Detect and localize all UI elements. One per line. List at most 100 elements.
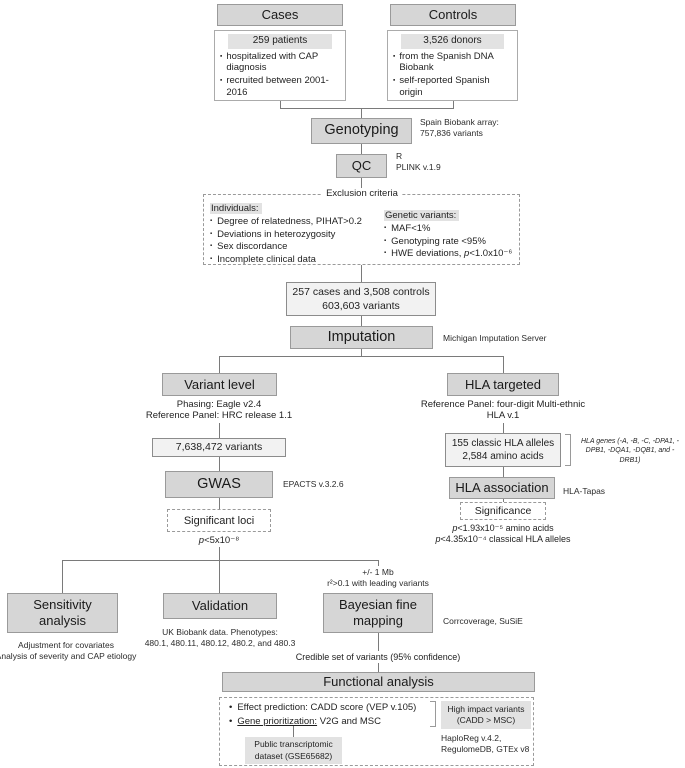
exclusion-variants-column: Genetic variants: ▪ MAF<1% ▪ Genotyping ra… bbox=[384, 205, 518, 261]
variants-count: 7,638,472 variants bbox=[175, 441, 263, 454]
dot-bullet-icon: • bbox=[229, 716, 233, 728]
dot-bullet-icon: • bbox=[229, 702, 233, 713]
individuals-bullet-1: Degree of relatedness, PIHAT>0.2 bbox=[217, 216, 362, 227]
variant-level-label: Variant level bbox=[184, 376, 255, 392]
individuals-bullet-3: Sex discordance bbox=[217, 241, 288, 253]
bracket-icon bbox=[430, 701, 436, 727]
qc-result-line1: 257 cases and 3,508 controls bbox=[292, 285, 430, 298]
gwas-note: EPACTS v.3.2.6 bbox=[283, 479, 344, 489]
connector-line bbox=[361, 108, 362, 118]
connector-line bbox=[378, 633, 379, 651]
genotyping-note-line1: Spain Biobank array: bbox=[420, 117, 499, 127]
sensitivity-note-line2: Analysis of severity and CAP etiology bbox=[0, 651, 137, 661]
functional-bullet-2: Gene prioritization: V2G and MSC bbox=[237, 716, 381, 728]
annotation-tools-note: HaploReg v.4.2, RegulomeDB, GTEx v8 bbox=[441, 733, 529, 755]
hla-count-line1: 155 classic HLA alleles bbox=[451, 437, 555, 449]
connector-line bbox=[378, 560, 379, 566]
connector-line bbox=[293, 726, 294, 737]
variants-bullet-3: HWE deviations, p<1.0x10⁻⁶ bbox=[391, 248, 513, 260]
bayesian-fine-mapping-label: Bayesian fine mapping bbox=[338, 597, 418, 628]
variants-bullet-1: MAF<1% bbox=[391, 223, 431, 234]
functional-analysis-label: Functional analysis bbox=[323, 674, 434, 690]
individuals-title: Individuals: bbox=[210, 203, 262, 214]
hla-count-line2: 2,584 amino acids bbox=[462, 451, 544, 462]
cases-info-box: 259 patients ▪ hospitalized with CAP dia… bbox=[214, 30, 346, 101]
square-bullet-icon: ▪ bbox=[393, 77, 396, 85]
genetic-variants-title: Genetic variants: bbox=[384, 210, 460, 221]
functional-analysis-box bbox=[219, 697, 534, 766]
connector-line bbox=[280, 101, 281, 108]
connector-line bbox=[219, 356, 220, 373]
connector-line bbox=[280, 108, 454, 109]
connector-line bbox=[219, 560, 220, 593]
high-impact-variants-box: High impact variants (CADD > MSC) bbox=[441, 701, 531, 729]
credible-set-note: Credible set of variants (95% confidence… bbox=[295, 652, 461, 662]
p-symbol: p bbox=[464, 248, 470, 260]
transcriptomic-line2: dataset (GSE65682) bbox=[254, 750, 333, 761]
connector-line bbox=[361, 144, 362, 154]
significance-box: Significance bbox=[460, 502, 546, 520]
individuals-bullet-4: Incomplete clinical data bbox=[217, 253, 316, 265]
genotyping-note-line2: 757,836 variants bbox=[420, 128, 483, 139]
significant-loci-label: Significant loci bbox=[183, 514, 255, 527]
cases-bullet-2: ▪ recruited between 2001-2016 bbox=[220, 75, 341, 99]
variant-level-box: Variant level bbox=[162, 373, 277, 396]
sensitivity-analysis-label: Sensitivity analysis bbox=[33, 597, 92, 628]
p-symbol: p bbox=[198, 535, 205, 546]
functional-bullet-1: Effect prediction: CADD score (VEP v.105… bbox=[237, 702, 417, 713]
controls-info-box: 3,526 donors ▪ from the Spanish DNA Biob… bbox=[387, 30, 518, 101]
bracket-icon bbox=[565, 434, 571, 466]
hla-threshold-1: p<1.93x10⁻⁵ amino acids bbox=[452, 523, 554, 533]
square-bullet-icon: ▪ bbox=[220, 52, 223, 60]
qc-result-line2: 603,603 variants bbox=[322, 300, 400, 312]
genotyping-box: Genotyping bbox=[311, 118, 412, 144]
functional-analysis-header: Functional analysis bbox=[222, 672, 535, 692]
qc-note-line1: R bbox=[396, 151, 403, 161]
gwas-threshold: p<5x10⁻⁸ bbox=[198, 535, 240, 546]
variants-bullet-2: Genotyping rate <95% bbox=[391, 235, 486, 247]
square-bullet-icon: ▪ bbox=[384, 237, 387, 244]
connector-line bbox=[219, 547, 220, 560]
connector-line bbox=[503, 499, 504, 502]
square-bullet-icon: ▪ bbox=[210, 243, 213, 250]
connector-line bbox=[219, 457, 220, 471]
imputation-note: Michigan Imputation Server bbox=[443, 333, 547, 343]
genotyping-note: Spain Biobank array: 757,836 variants bbox=[420, 117, 499, 139]
cases-count: 259 patients bbox=[228, 34, 332, 49]
square-bullet-icon: ▪ bbox=[210, 230, 213, 237]
qc-label: QC bbox=[351, 158, 372, 174]
high-impact-line2: (CADD > MSC) bbox=[456, 715, 516, 725]
exclusion-criteria-label: Exclusion criteria bbox=[322, 188, 402, 199]
hla-targeted-box: HLA targeted bbox=[447, 373, 559, 396]
gwas-label: GWAS bbox=[197, 475, 241, 492]
high-impact-line1: High impact variants bbox=[447, 703, 525, 714]
connector-line bbox=[62, 560, 63, 593]
significance-label: Significance bbox=[474, 505, 532, 517]
bayesian-fine-mapping-box: Bayesian fine mapping bbox=[323, 593, 433, 633]
connector-line bbox=[503, 356, 504, 373]
window-note-line1: +/- 1 Mb bbox=[362, 567, 394, 577]
square-bullet-icon: ▪ bbox=[384, 250, 387, 257]
imputation-label: Imputation bbox=[327, 328, 396, 345]
p-symbol: p bbox=[435, 534, 441, 544]
connector-line bbox=[219, 423, 220, 438]
validation-note-line1: UK Biobank data. Phenotypes: bbox=[162, 627, 278, 637]
variants-count-box: 7,638,472 variants bbox=[152, 438, 286, 457]
sensitivity-analysis-box: Sensitivity analysis bbox=[7, 593, 118, 633]
transcriptomic-line1: Public transcriptomic bbox=[254, 739, 333, 750]
cases-title: Cases bbox=[261, 7, 299, 23]
validation-box: Validation bbox=[163, 593, 277, 619]
cases-bullet-1-text: hospitalized with CAP diagnosis bbox=[226, 50, 319, 74]
connector-line bbox=[361, 349, 362, 356]
exclusion-individuals-column: Individuals: ▪ Degree of relatedness, PIH… bbox=[210, 198, 382, 266]
cases-header: Cases bbox=[217, 4, 343, 26]
hla-counts-box: 155 classic HLA alleles 2,584 amino acid… bbox=[445, 433, 561, 467]
qc-note-line2: PLINK v.1.9 bbox=[396, 162, 441, 173]
qc-note: R PLINK v.1.9 bbox=[396, 151, 441, 173]
connector-line bbox=[62, 560, 378, 561]
connector-line bbox=[378, 663, 379, 672]
hla-reference-note-line1: Reference Panel: four-digit Multi-ethnic bbox=[420, 399, 586, 410]
genotyping-label: Genotyping bbox=[324, 122, 399, 139]
square-bullet-icon: ▪ bbox=[384, 225, 387, 231]
